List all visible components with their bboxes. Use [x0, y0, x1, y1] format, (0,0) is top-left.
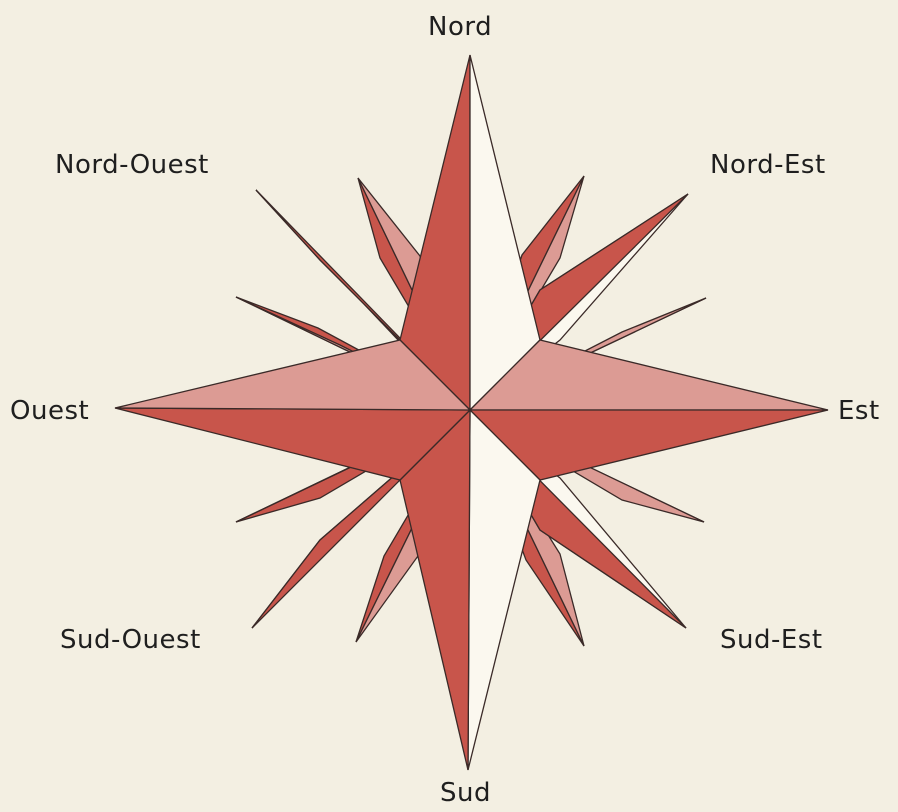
- label-south: Sud: [440, 778, 491, 808]
- label-south-east: Sud-Est: [720, 625, 823, 655]
- label-north-west: Nord-Ouest: [55, 150, 209, 180]
- label-north-east: Nord-Est: [710, 150, 826, 180]
- label-east: Est: [838, 396, 880, 426]
- label-south-west: Sud-Ouest: [60, 625, 201, 655]
- label-west: Ouest: [10, 396, 89, 426]
- label-north: Nord: [428, 12, 492, 42]
